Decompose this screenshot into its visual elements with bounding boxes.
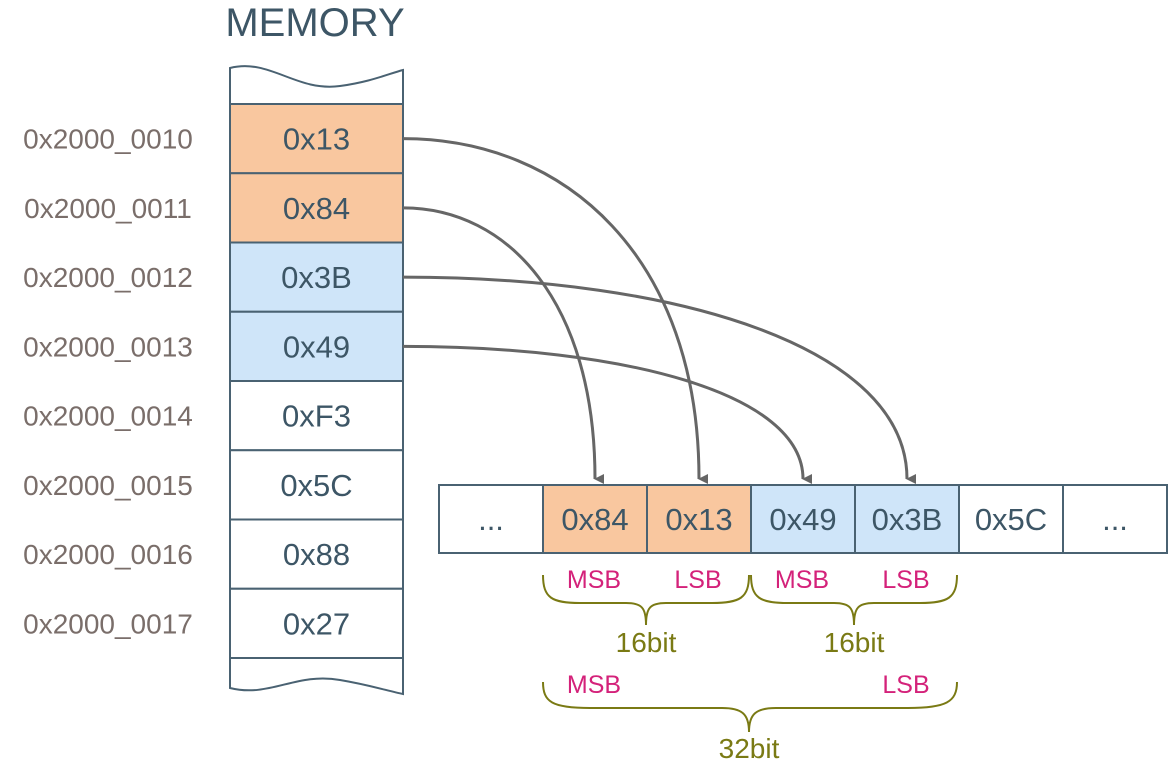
byte-order-braces: MSB LSB MSB LSB 16bit 16bit MSB LSB 32bi… <box>542 566 958 764</box>
memory-cell <box>229 241 404 313</box>
halfword-1-msb-label: MSB <box>567 566 621 594</box>
memory-address-label: 0x2000_0017 <box>23 608 193 639</box>
memory-cell <box>229 449 404 521</box>
memory-cell <box>229 587 404 659</box>
halfword-2-lsb-label: LSB <box>882 566 929 594</box>
memory-address-label: 0x2000_0015 <box>23 470 193 501</box>
memory-bottom-torn-edge <box>229 657 404 696</box>
halfword-1-width-label: 16bit <box>616 627 677 658</box>
memory-cell-value: 0x88 <box>283 537 350 572</box>
memory-cell <box>229 103 404 175</box>
mapping-arrow <box>402 206 605 484</box>
mapping-arrow <box>402 344 813 484</box>
register-cell-value: ... <box>1102 502 1128 537</box>
mapping-arrow <box>402 275 917 484</box>
memory-cell-value: 0x5C <box>280 468 352 503</box>
word-msb-label: MSB <box>567 671 621 699</box>
memory-cell-value: 0x49 <box>283 329 350 364</box>
halfword-2-width-label: 16bit <box>824 627 885 658</box>
memory-cell-value: 0x13 <box>283 122 350 157</box>
halfword-2-msb-label: MSB <box>775 566 829 594</box>
register-cell-value: ... <box>478 502 504 537</box>
register-cell <box>854 484 960 554</box>
mapping-arrows <box>402 137 917 484</box>
brace-halfword-2 <box>750 574 958 626</box>
brace-halfword-1 <box>542 574 750 626</box>
memory-cell <box>229 172 404 244</box>
register-row: ... 0x84 0x13 0x49 0x3B 0x5C... <box>438 484 1168 554</box>
register-cell <box>1062 484 1168 554</box>
word-width-label: 32bit <box>719 733 780 764</box>
register-cell-value: 0x5C <box>975 502 1047 537</box>
memory-address-label: 0x2000_0011 <box>24 193 192 224</box>
register-cell <box>542 484 648 554</box>
brace-word <box>542 681 958 733</box>
memory-address-label: 0x2000_0016 <box>23 539 193 570</box>
memory-address-label: 0x2000_0014 <box>23 401 193 432</box>
word-lsb-label: LSB <box>882 671 929 699</box>
memory-top-torn-edge <box>229 65 404 105</box>
register-cell-value: 0x13 <box>665 502 732 537</box>
register-cell-value: 0x3B <box>872 502 943 537</box>
memory-title: MEMORY <box>225 1 404 45</box>
register-cell-value: 0x84 <box>561 502 628 537</box>
memory-cell-value: 0x3B <box>281 260 352 295</box>
register-cell <box>958 484 1064 554</box>
memory-cell-value: 0x27 <box>283 606 350 641</box>
halfword-1-lsb-label: LSB <box>674 566 721 594</box>
memory-address-label: 0x2000_0013 <box>23 331 193 362</box>
mapping-arrow <box>402 137 709 484</box>
register-cell-value: 0x49 <box>769 502 836 537</box>
memory-column: 0x13 0x84 0x3B 0x49 0xF3 0x5C 0x88 0x27 0x2000_… <box>23 65 404 696</box>
register-cell <box>438 484 544 554</box>
memory-address-label: 0x2000_0010 <box>23 124 193 155</box>
memory-cell-value: 0x84 <box>283 191 350 226</box>
memory-cell-value: 0xF3 <box>282 399 351 434</box>
memory-address-label: 0x2000_0012 <box>23 262 193 293</box>
register-cell <box>750 484 856 554</box>
